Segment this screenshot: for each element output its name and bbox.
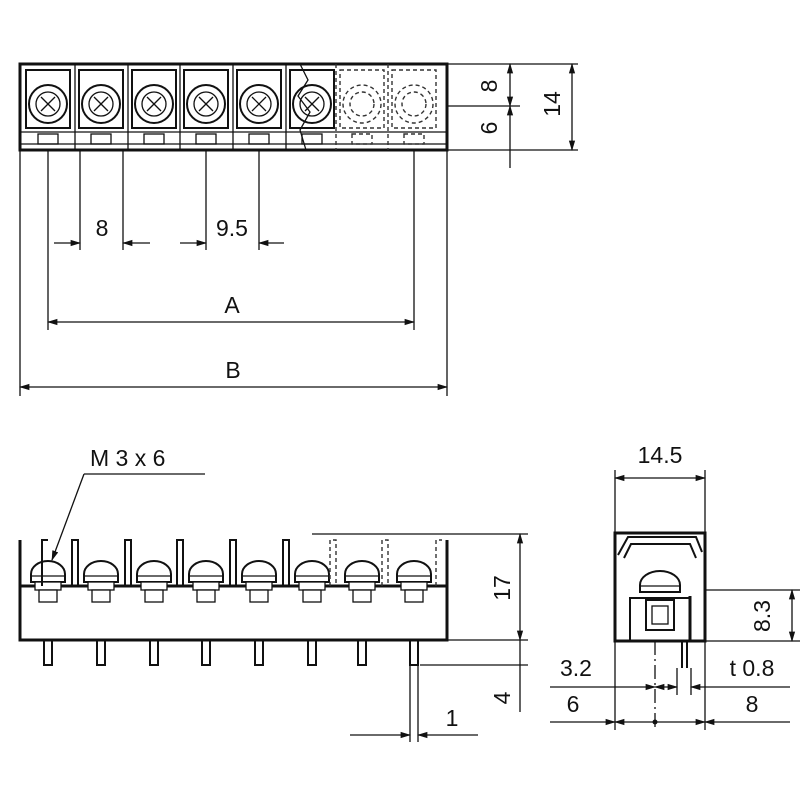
screw-spec-label: M 3 x 6 — [90, 445, 165, 471]
dim-depth-14-label: 14 — [539, 91, 565, 117]
front-view: M 3 x 6 17 4 1 — [18, 445, 528, 742]
dim-thickness-label: t 0.8 — [730, 655, 775, 681]
top-terminal — [232, 64, 282, 150]
front-view-screws — [30, 539, 442, 603]
front-screw — [229, 539, 277, 603]
dim-pin-width-label: 1 — [446, 705, 459, 731]
side-screw-head — [639, 570, 681, 593]
top-terminal — [285, 64, 335, 150]
front-screw — [30, 560, 66, 603]
dim-3-2-label: 3.2 — [560, 655, 592, 681]
dim-depth-6-label: 6 — [476, 122, 502, 135]
front-screw — [282, 539, 330, 603]
dim-a-label: A — [224, 292, 240, 318]
front-pin — [357, 639, 367, 666]
front-screw — [396, 560, 432, 603]
top-terminal — [179, 64, 229, 150]
top-terminal — [335, 64, 385, 150]
dim-8-3-label: 8.3 — [749, 600, 775, 632]
front-pin — [149, 639, 159, 666]
top-terminal — [25, 69, 71, 145]
front-pin — [409, 639, 419, 666]
front-pin — [201, 639, 211, 666]
break-line — [297, 63, 311, 151]
top-terminal — [74, 64, 124, 150]
top-view: 8 9.5 A B 8 6 14 — [18, 62, 578, 396]
front-view-body — [18, 584, 449, 642]
top-view-terminals — [25, 64, 437, 150]
side-view-body — [613, 531, 707, 643]
dim-depth-8-label: 8 — [476, 80, 502, 93]
dim-b-label: B — [225, 357, 240, 383]
front-view-pins — [43, 639, 419, 666]
dim-left-offset-label: 6 — [567, 691, 580, 717]
top-terminal — [387, 64, 437, 150]
front-screw — [344, 560, 380, 603]
front-pin — [307, 639, 317, 666]
front-pin — [254, 639, 264, 666]
dim-right-offset-label: 8 — [746, 691, 759, 717]
top-terminal — [127, 64, 177, 150]
front-screw — [176, 539, 224, 603]
dim-pitch-label: 8 — [96, 215, 109, 241]
front-screw — [71, 539, 119, 603]
dim-height-label: 17 — [489, 575, 515, 601]
front-pin — [43, 639, 53, 666]
dim-side-width-label: 14.5 — [638, 442, 683, 468]
dim-pin-length-label: 4 — [489, 691, 515, 704]
front-screw — [124, 539, 172, 603]
front-pin — [96, 639, 106, 666]
dim-spacing-label: 9.5 — [216, 215, 248, 241]
side-view: 14.5 8.3 3.2 t 0.8 6 8 — [550, 442, 800, 730]
